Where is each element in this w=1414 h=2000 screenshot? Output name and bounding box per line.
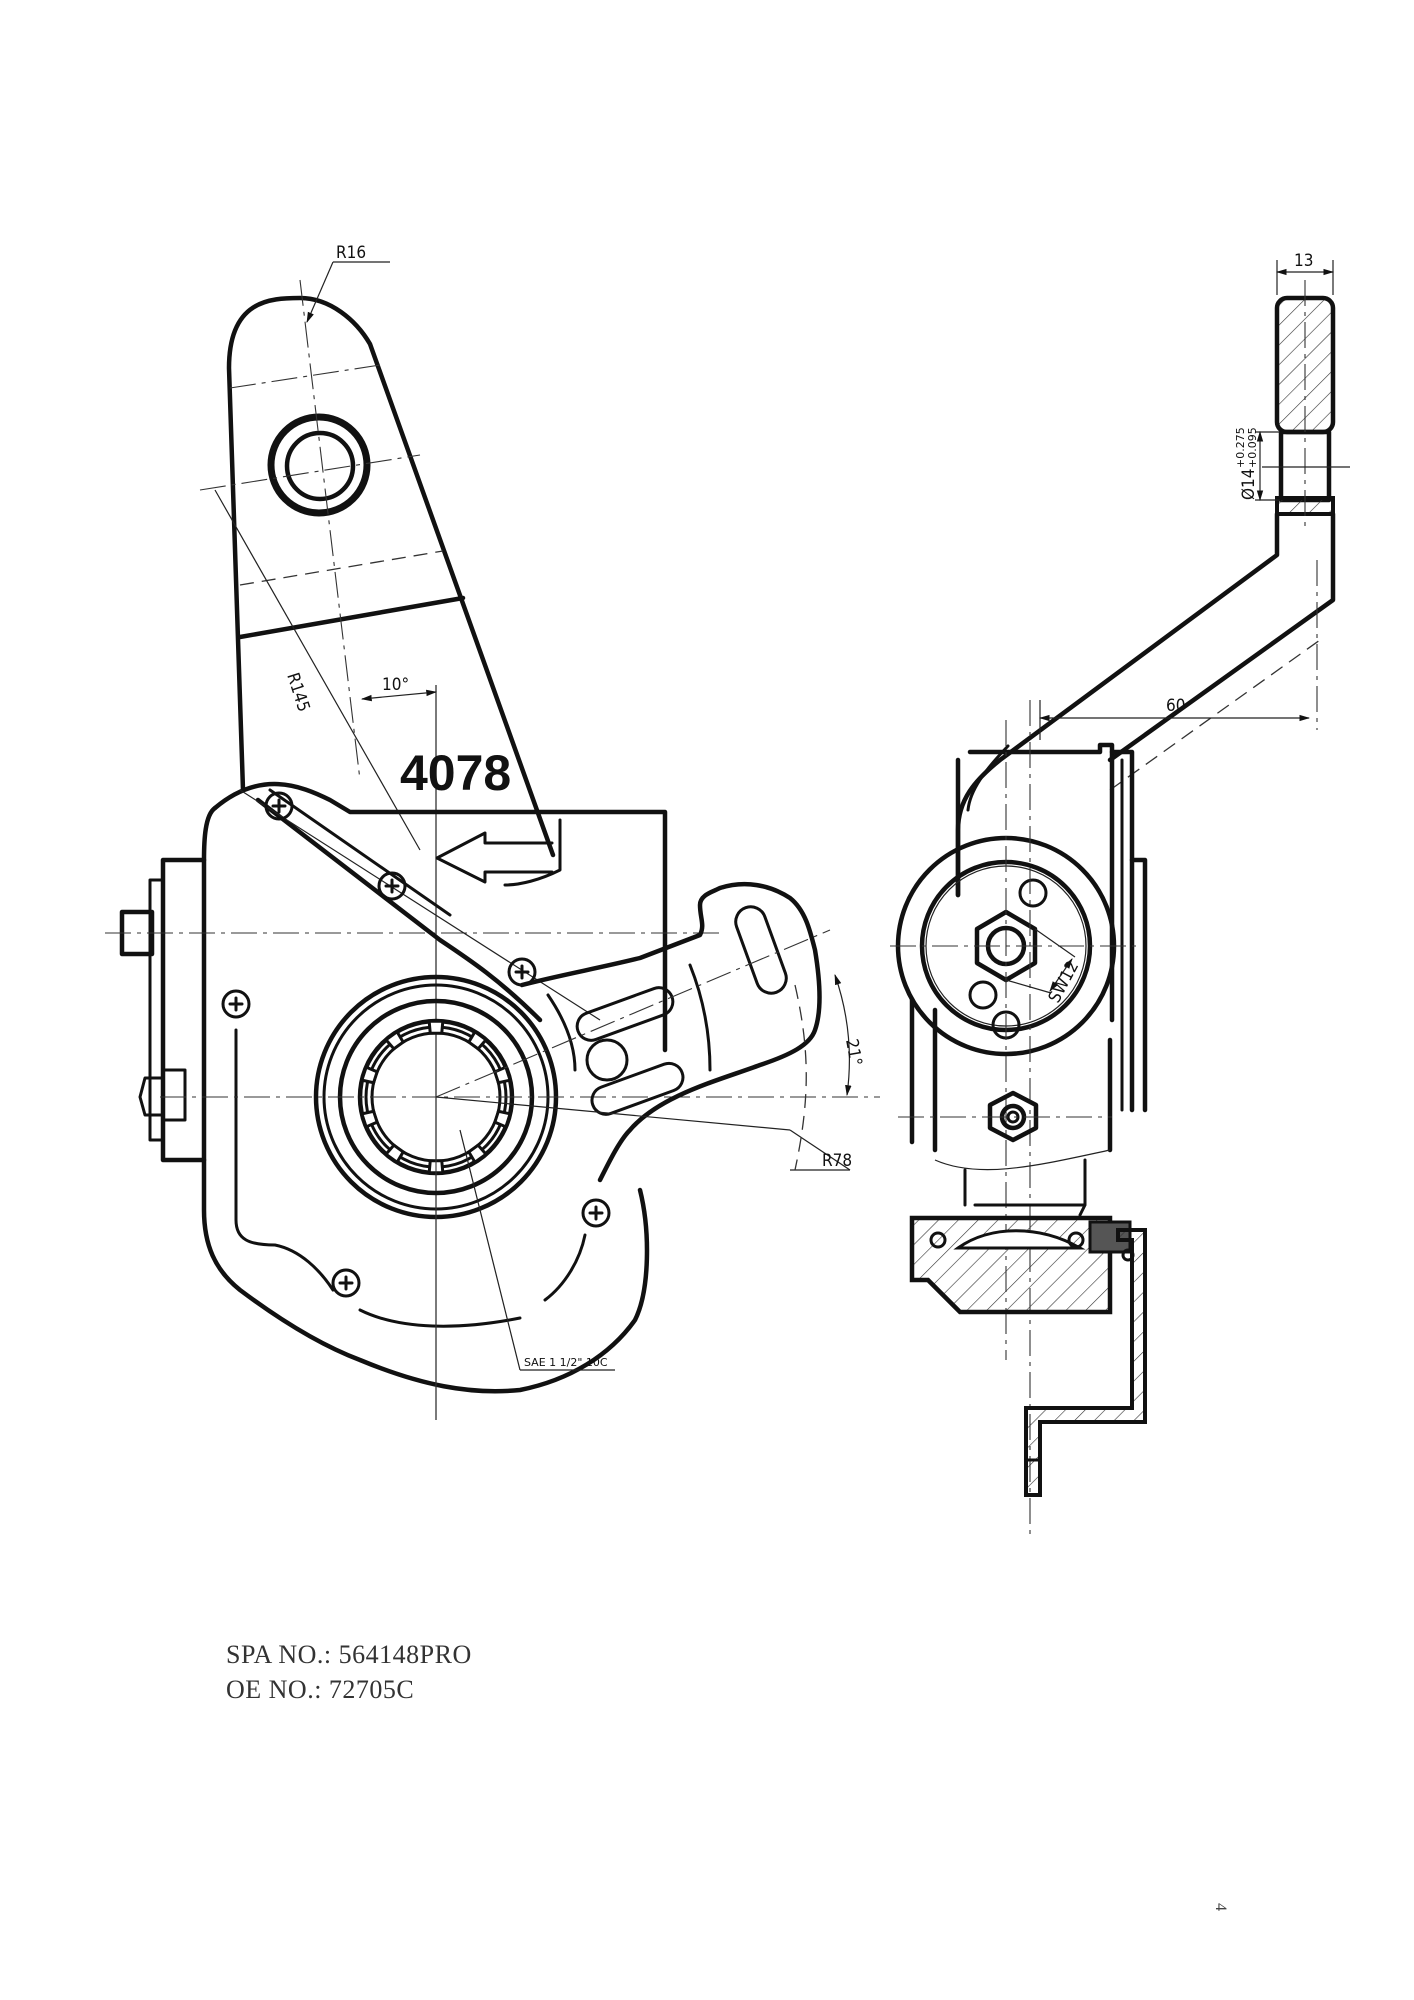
- side-body-outline: [955, 742, 1115, 1023]
- dim-r78: R78: [822, 1151, 852, 1171]
- spline-tooth: [383, 1029, 406, 1051]
- spline-tooth: [427, 1019, 445, 1035]
- dim-r16: R16: [336, 243, 366, 263]
- arm-outline: [226, 295, 556, 858]
- lever-slot-bottom: [590, 1061, 685, 1116]
- lever-slot-top: [575, 986, 675, 1042]
- dim-angle-10: 10°: [382, 675, 409, 695]
- housing-outline: [212, 781, 668, 1053]
- screw-icon: [264, 791, 294, 821]
- screw-icon: [377, 871, 407, 901]
- screw-icon: [331, 1268, 361, 1298]
- spline-tooth: [383, 1143, 406, 1165]
- part-marking: 4078: [400, 745, 511, 801]
- spline-spec: SAE 1 1/2" 10C: [524, 1356, 608, 1369]
- spline-tooth: [466, 1143, 489, 1165]
- spline-tooth: [359, 1109, 380, 1129]
- dim-thickness-13: 13: [1294, 251, 1313, 271]
- lever-hole: [585, 1038, 629, 1082]
- oe-number: OE NO.: 72705C: [226, 1675, 415, 1704]
- side-view: 13 Ø14 +0.275 +0.095 60: [890, 251, 1350, 1540]
- page-number: 4: [1212, 1903, 1229, 1911]
- direction-arrow: [435, 831, 554, 884]
- dim-r145: R145: [282, 670, 313, 714]
- spline-tooth: [492, 1065, 513, 1085]
- spline-tooth: [359, 1065, 380, 1085]
- dim-offset-60: 60: [1166, 696, 1185, 716]
- front-view: R16 R145 10° 4078: [105, 243, 880, 1420]
- lever-outline: [519, 881, 822, 1183]
- dim-hole-tol-lower: +0.095: [1246, 427, 1259, 468]
- spline-tooth: [466, 1029, 489, 1051]
- screw-icon: [581, 1198, 611, 1228]
- dim-angle-21: 21°: [841, 1037, 865, 1067]
- lever-slot-end: [734, 905, 788, 995]
- screw-icon: [221, 989, 251, 1019]
- spline-tooth: [492, 1109, 513, 1129]
- dim-hole-diameter: Ø14: [1239, 469, 1259, 501]
- grease-nipple-icon: [987, 1090, 1039, 1143]
- dim-hole-tol-upper: +0.275: [1234, 427, 1247, 468]
- spa-number: SPA NO.: 564148PRO: [226, 1640, 472, 1669]
- arm-band-line: [237, 595, 466, 640]
- arm-hole-outer: [267, 413, 371, 517]
- housing-left-block: [160, 857, 207, 1163]
- arm-hole-inner: [284, 430, 356, 502]
